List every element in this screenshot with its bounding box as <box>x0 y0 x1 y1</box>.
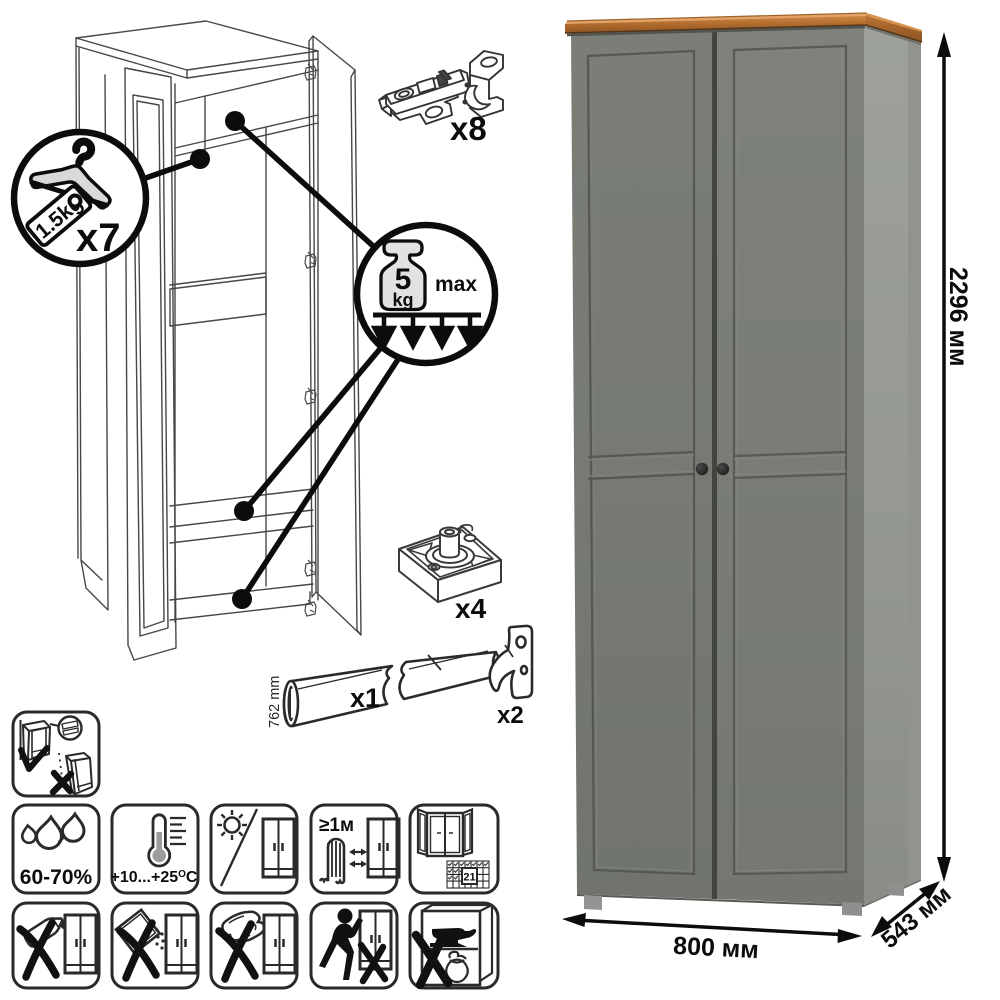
svg-text:x1: x1 <box>350 683 380 713</box>
svg-text:≥1м: ≥1м <box>319 815 354 836</box>
svg-text:x2: x2 <box>497 702 524 729</box>
svg-text:21: 21 <box>463 872 475 884</box>
svg-text:x8: x8 <box>450 110 487 147</box>
svg-text:x4: x4 <box>455 593 487 624</box>
svg-text:762 mm: 762 mm <box>267 676 283 728</box>
svg-text:5: 5 <box>395 263 412 296</box>
svg-text:60-70%: 60-70% <box>20 866 93 889</box>
svg-text:800 мм: 800 мм <box>672 932 759 964</box>
svg-text:kg: kg <box>392 290 413 310</box>
svg-text:+10...+25OC: +10...+25OC <box>111 869 198 886</box>
svg-text:max: max <box>435 273 477 296</box>
svg-text:x7: x7 <box>76 216 121 260</box>
svg-text:2296 мм: 2296 мм <box>944 267 972 367</box>
